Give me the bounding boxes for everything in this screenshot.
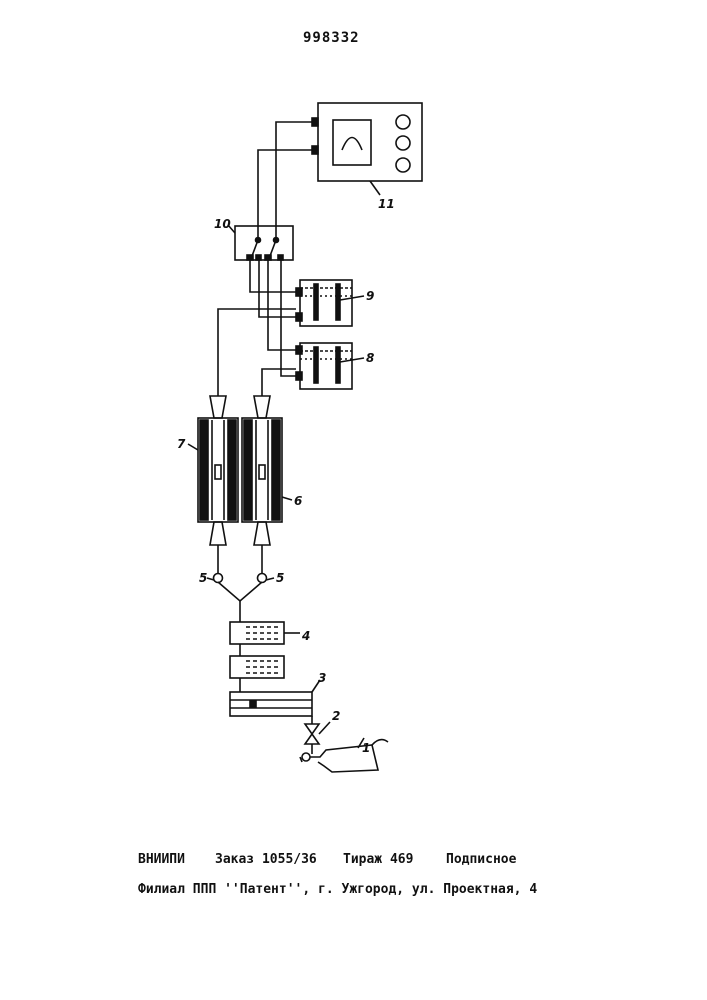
- label-6: 6: [294, 494, 302, 508]
- footer-org: ВНИИПИ: [138, 852, 185, 867]
- footer-branch-line: Филиал ППП ''Патент'', г. Ужгород, ул. П…: [138, 882, 537, 897]
- recorder-leads: [258, 122, 312, 240]
- cell-vessel-8: [296, 343, 364, 389]
- label-5-left: 5: [199, 571, 207, 585]
- label-9: 9: [366, 289, 374, 303]
- label-3: 3: [318, 671, 326, 685]
- label-1: 1: [362, 741, 370, 755]
- gas-cylinder-1: [300, 738, 388, 772]
- gas-lines-top: [218, 309, 296, 396]
- label-5-right: 5: [276, 571, 284, 585]
- recorder-instrument: [312, 103, 422, 195]
- tube-reactor-7: [188, 396, 238, 545]
- cell-vessel-9: [296, 280, 364, 326]
- label-8: 8: [366, 351, 374, 365]
- reference-numerals: 1 2 3 4 5 5 6 7 8 9 10 11: [177, 197, 395, 755]
- valves-5: [207, 545, 274, 622]
- footer-order: Заказ 1055/36: [215, 852, 317, 867]
- switch-box: [228, 225, 293, 260]
- label-4: 4: [301, 629, 310, 643]
- flow-meter-4: [230, 622, 300, 692]
- label-2: 2: [332, 709, 340, 723]
- rotameter-3: [230, 680, 320, 724]
- footer-subscription: Подписное: [446, 852, 516, 867]
- label-11: 11: [378, 197, 395, 211]
- switch-leads: [250, 260, 296, 376]
- tube-reactor-6: [242, 396, 292, 545]
- footer-circulation: Тираж 469: [343, 852, 413, 867]
- label-10: 10: [214, 217, 231, 231]
- label-7: 7: [177, 437, 186, 451]
